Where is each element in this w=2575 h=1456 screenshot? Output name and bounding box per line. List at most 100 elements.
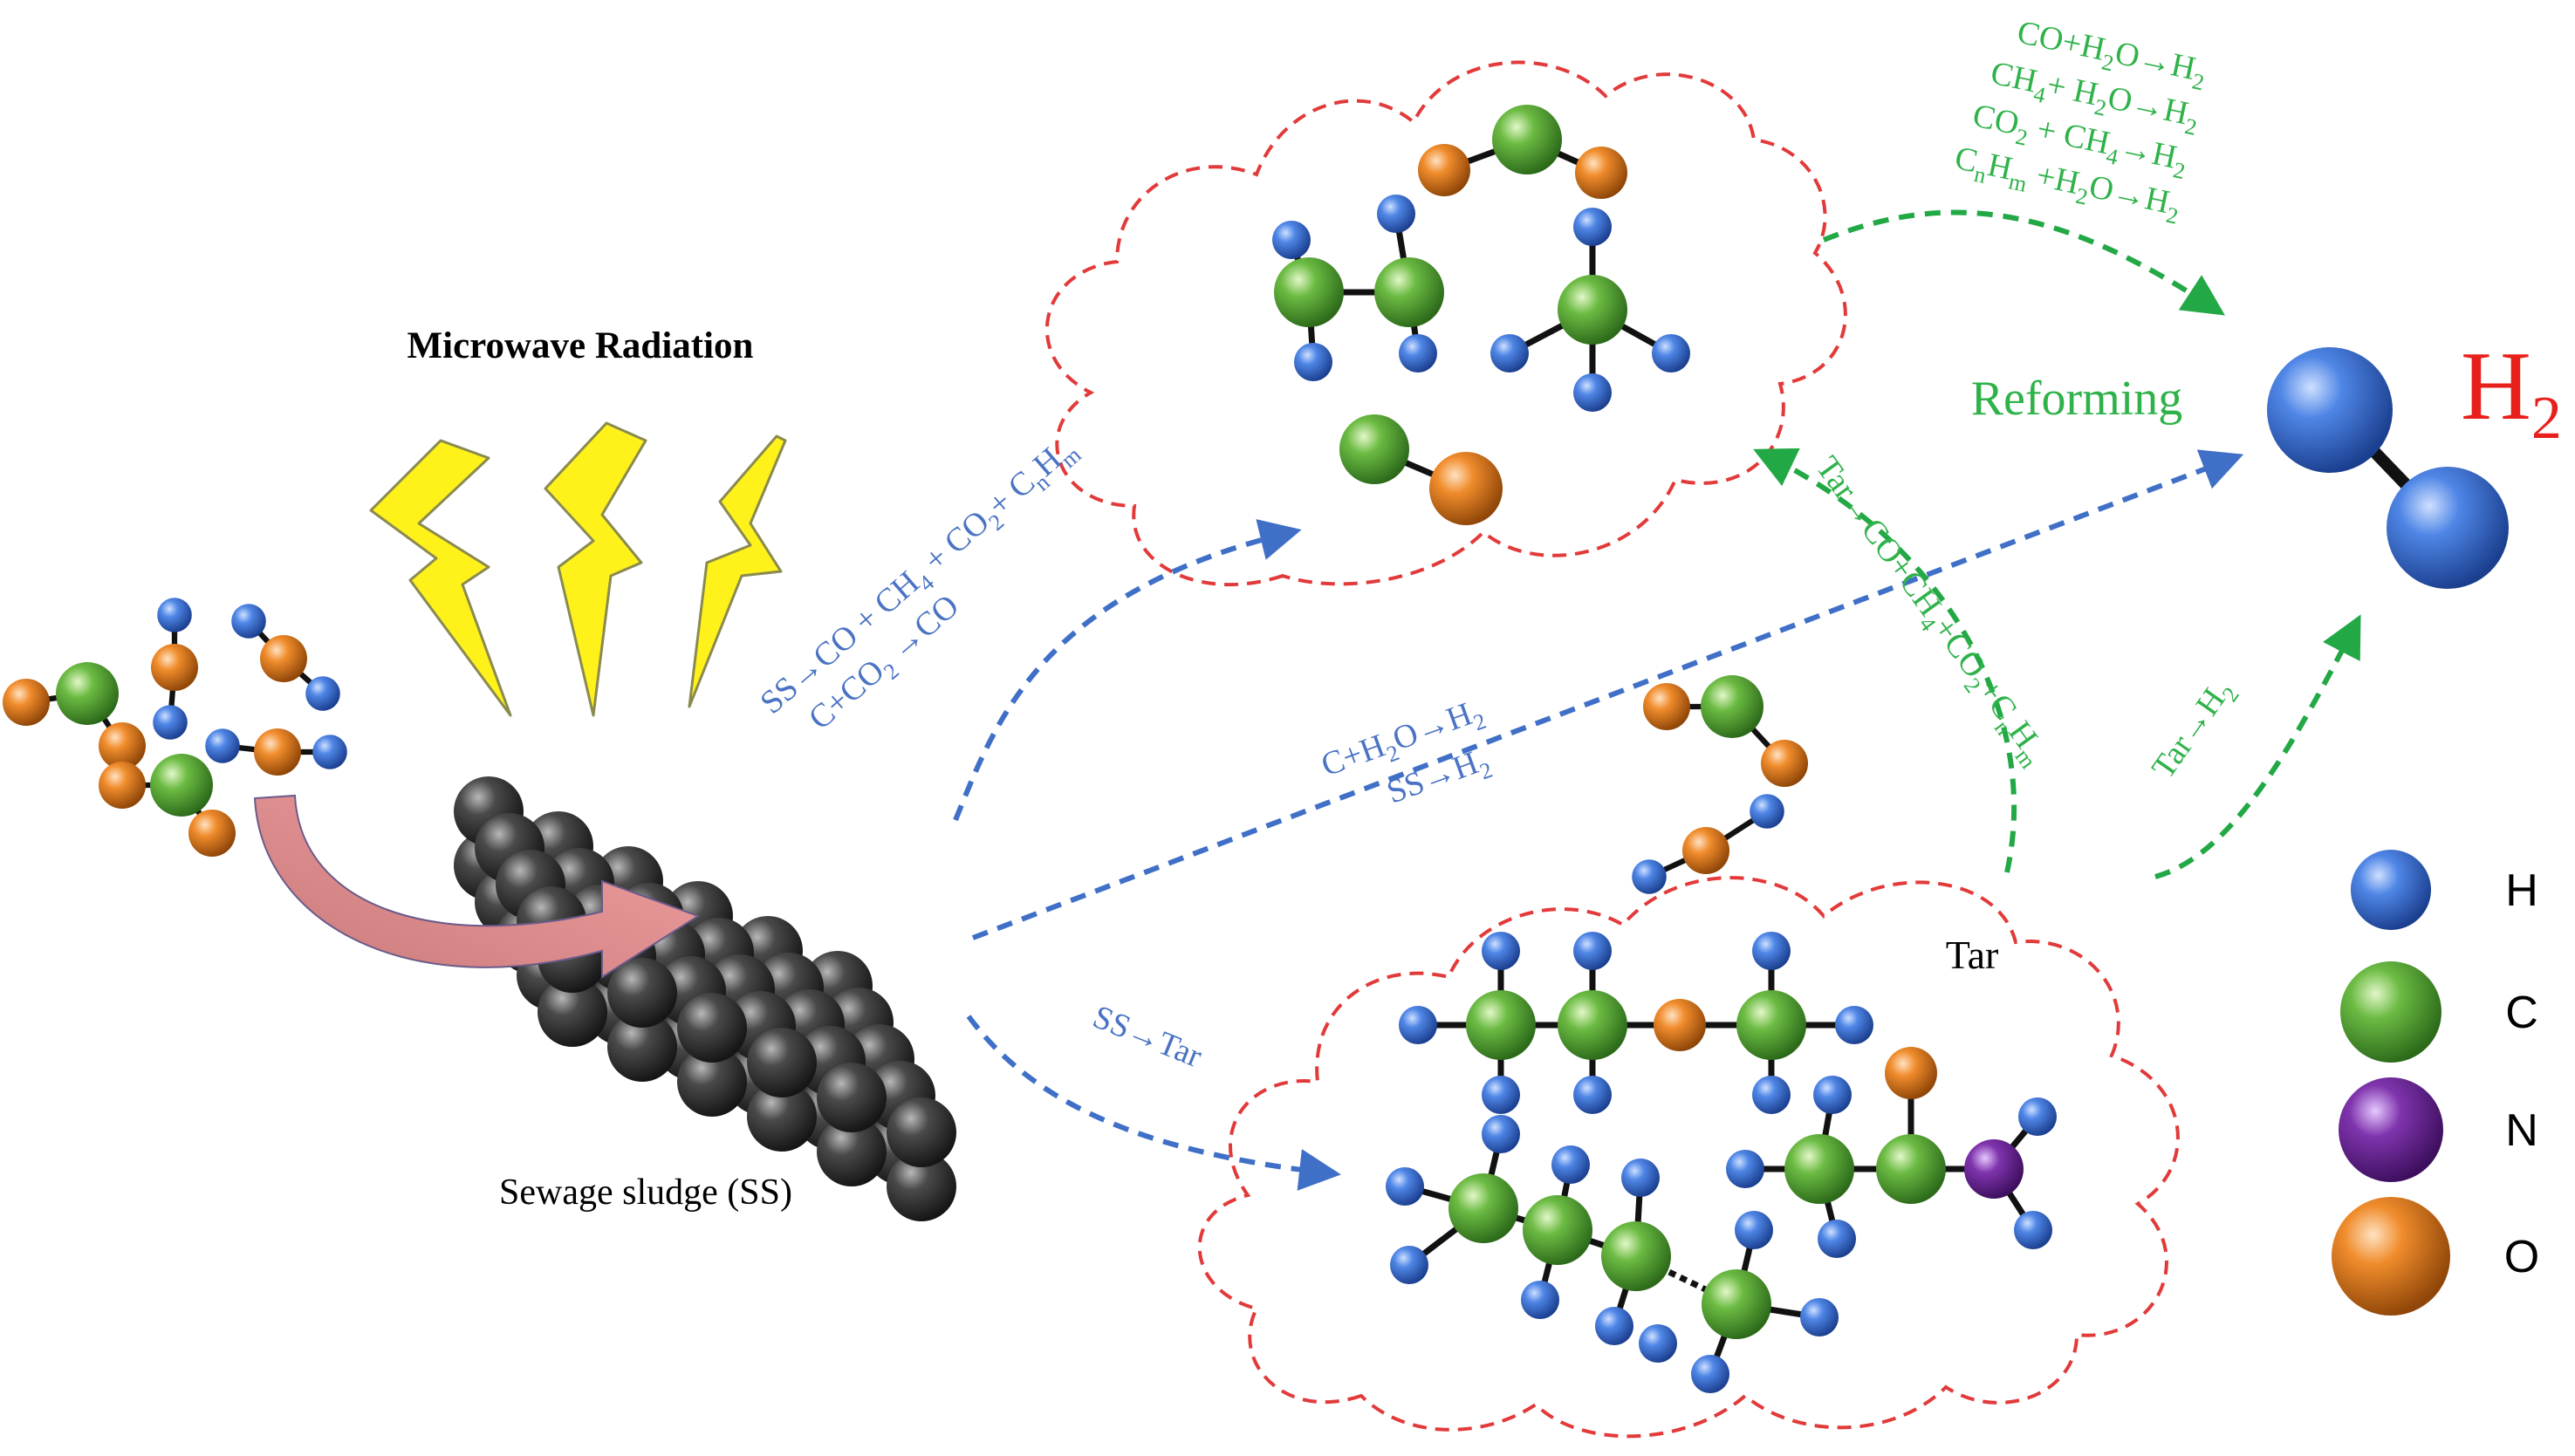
carbon-atom xyxy=(1702,1269,1771,1339)
hydrogen-atom xyxy=(1377,195,1415,233)
sludge-particle xyxy=(677,993,747,1063)
legend-atom-swatch xyxy=(2332,1197,2450,1316)
hydrogen-atom xyxy=(1652,334,1690,373)
carbon-atom xyxy=(1339,414,1409,484)
legend-atom-swatch xyxy=(2339,1077,2443,1182)
co2-molecule-gas xyxy=(1418,105,1627,199)
reaction-tar-crack: Tar→CO+CH4+CO2+CnHm xyxy=(1804,450,2055,774)
hydrogen-atom xyxy=(312,735,347,769)
oxygen-atom xyxy=(151,644,198,691)
co2-molecule-lower xyxy=(99,754,236,857)
hydrogen-atom xyxy=(1691,1355,1729,1393)
hydrogen-atom xyxy=(1735,1211,1773,1249)
carbon-atom xyxy=(1466,990,1536,1060)
tar-molecule xyxy=(1386,932,2057,1393)
oxygen-atom xyxy=(1643,683,1690,730)
carbon-atom xyxy=(1448,1173,1518,1243)
tar-label: Tar xyxy=(1946,933,1999,977)
oxygen-atom xyxy=(1654,999,1706,1051)
carbon-atom xyxy=(1601,1221,1671,1291)
hydrogen-atom xyxy=(1595,1307,1633,1345)
carbon-atom xyxy=(1784,1134,1854,1204)
hydrogen-atom xyxy=(1482,1076,1520,1114)
water-molecule-middle xyxy=(205,728,347,776)
carbon-atom xyxy=(1736,990,1806,1060)
hydrogen-atom xyxy=(1573,1076,1612,1114)
sewage-sludge-block xyxy=(454,776,956,1221)
legend-item-n: N xyxy=(2339,1077,2538,1182)
arrow-tar-crack xyxy=(1753,448,2017,873)
hydrogen-atom xyxy=(205,728,240,763)
carbon-atom xyxy=(1374,257,1444,327)
oxygen-atom xyxy=(1761,740,1808,787)
arrow-to-tar xyxy=(966,1015,1341,1191)
hydrogen-atom xyxy=(1573,932,1612,970)
lightning-bolt-middle xyxy=(544,421,647,717)
legend-atom-label: N xyxy=(2505,1105,2538,1156)
legend-atom-swatch xyxy=(2351,850,2431,930)
lightning-bolt-right xyxy=(688,434,787,708)
hydrogen-atom xyxy=(1813,1076,1852,1114)
oxygen-atom xyxy=(3,679,50,726)
reforming-label: Reforming xyxy=(1971,372,2183,426)
hydrogen-atom xyxy=(1639,1324,1677,1363)
hydrogen-atom xyxy=(1632,859,1667,894)
sludge-particle xyxy=(887,1097,956,1167)
process-arrows xyxy=(953,209,2361,1191)
molecules-layer xyxy=(3,105,2509,1393)
legend-atom-swatch xyxy=(2340,961,2441,1063)
ethylene-molecule-gas xyxy=(1272,195,1444,381)
co2-molecule-left xyxy=(3,662,146,769)
oxygen-atom xyxy=(260,635,307,682)
oxygen-atom xyxy=(1418,144,1470,196)
hydrogen-atom xyxy=(1551,1145,1590,1184)
hydrogen-atom xyxy=(1482,932,1520,970)
sludge-particle xyxy=(538,977,607,1047)
hydrogen-atom xyxy=(2018,1097,2057,1136)
carbon-atom xyxy=(1701,675,1763,738)
carbon-atom xyxy=(1492,105,1562,174)
hydrogen-atom xyxy=(1818,1220,1856,1258)
oxygen-atom xyxy=(99,762,146,809)
arrow-reforming xyxy=(1822,209,2226,316)
sludge-label: Sewage sludge (SS) xyxy=(499,1172,792,1213)
reaction-gas-1: SS→CO + CH4 + CO2+ CnHm xyxy=(753,429,1085,726)
hydrogen-atom xyxy=(1621,1159,1660,1197)
hydrogen-atom xyxy=(2267,347,2393,473)
reaction-tar-h2: Tar→H2 xyxy=(2145,673,2244,789)
hydrogen-atom xyxy=(1482,1115,1520,1153)
oxygen-atom xyxy=(254,728,301,776)
oxygen-atom xyxy=(188,810,236,857)
hydrogen-atom xyxy=(1752,932,1791,970)
legend-item-h: H xyxy=(2351,850,2538,930)
hydrogen-atom xyxy=(153,705,188,740)
hydrogen-atom xyxy=(1490,334,1529,373)
oxygen-atom xyxy=(1429,452,1503,525)
carbon-atom xyxy=(1558,275,1627,345)
reaction-direct-h2: C+H2O→H2 SS→H2 xyxy=(1317,695,1496,810)
hydrogen-atom xyxy=(1835,1006,1873,1044)
hydrogen-atom xyxy=(1573,208,1612,246)
sludge-particle xyxy=(747,1028,817,1097)
hydrogen-atom xyxy=(157,598,192,632)
reforming-reactions: CO+H2O→H2 CH4+ H2O→H2 CO2 + CH4→H2 CnHm … xyxy=(1952,14,2207,229)
carbon-atom xyxy=(1876,1134,1946,1204)
water-molecule-floating xyxy=(1632,794,1784,894)
hydrogen-atom xyxy=(1800,1298,1839,1336)
carbon-atom xyxy=(1558,990,1627,1060)
co-molecule-gas xyxy=(1339,414,1503,525)
hydrogen-atom xyxy=(1272,221,1311,259)
hydrogen-atom xyxy=(231,604,266,639)
legend-atom-label: O xyxy=(2504,1232,2539,1282)
h2-product-molecule xyxy=(2267,347,2509,589)
sludge-particle xyxy=(747,1082,817,1152)
sludge-particle xyxy=(817,1117,887,1186)
hydrogen-atom xyxy=(1573,373,1612,412)
legend-item-c: C xyxy=(2340,961,2538,1063)
carbon-atom xyxy=(150,754,213,817)
hydrogen-atom xyxy=(1399,334,1437,373)
reaction-tar-cracking: Tar→CO+CH4+CO2+CnHm xyxy=(1804,450,2055,774)
reaction-tar-path: SS→Tar xyxy=(1088,998,1208,1075)
hydrogen-atom xyxy=(1726,1150,1764,1188)
